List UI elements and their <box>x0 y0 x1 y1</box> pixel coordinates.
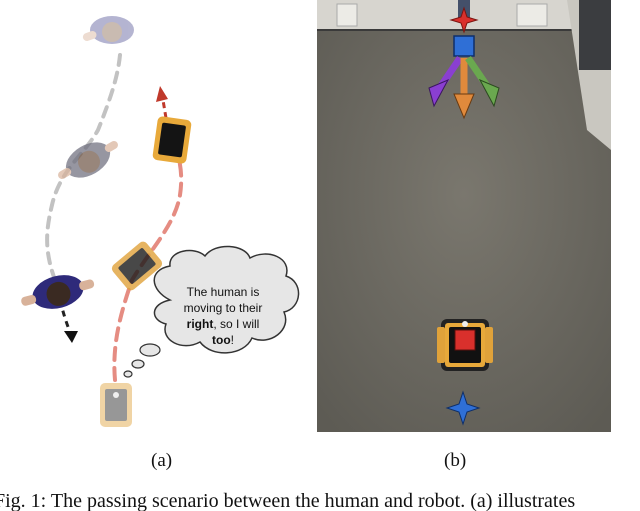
robot-faded-start <box>100 383 132 427</box>
human-figure-faded-2 <box>58 141 118 179</box>
thought-line-3: right, so I will <box>187 317 260 331</box>
center-arrow-icon <box>453 58 475 120</box>
chalkboard <box>579 0 611 70</box>
human-figure-faded-1 <box>82 16 134 44</box>
figure-caption: Fig. 1: The passing scenario between the… <box>0 491 576 511</box>
robot-current <box>152 116 192 164</box>
thought-line-1: The human is <box>187 285 260 299</box>
robot-start-star-icon <box>445 390 481 426</box>
human-figure-current <box>21 275 95 309</box>
thought-line-2: moving to their <box>184 301 263 315</box>
panel-b-photo <box>317 0 611 432</box>
left-arrow-icon <box>428 56 463 108</box>
human-position-star-icon <box>449 6 479 34</box>
robot-mid <box>111 241 163 291</box>
thought-line-4: too! <box>212 333 234 347</box>
robot-marker-square <box>454 329 476 351</box>
panel-a-illustration: The human is moving to their right, so I… <box>0 0 318 440</box>
robot-direction-arrow <box>156 86 168 102</box>
human-path <box>45 53 122 282</box>
panel-b-label: (b) <box>444 450 467 471</box>
human-marker-square <box>453 35 475 57</box>
thought-bubble: The human is moving to their right, so I… <box>123 245 300 378</box>
panel-a-label: (a) <box>151 450 173 471</box>
human-direction-arrow <box>64 331 78 343</box>
robot-path <box>112 143 184 382</box>
right-arrow-icon <box>465 56 500 108</box>
